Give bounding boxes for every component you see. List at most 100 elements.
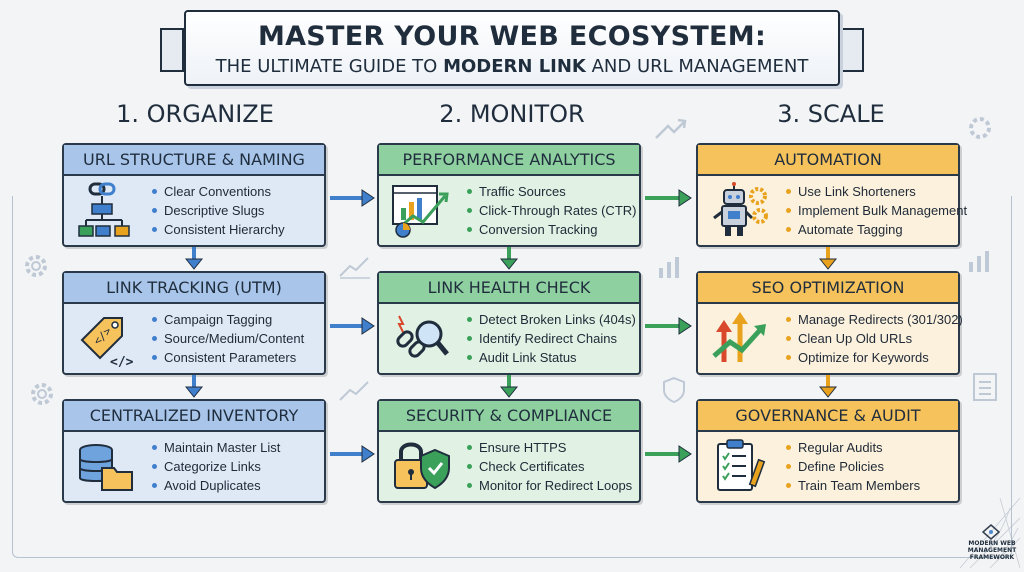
card-title: CENTRALIZED INVENTORY — [64, 401, 324, 432]
trend-line-icon — [339, 381, 369, 401]
card-url-structure: URL STRUCTURE & NAMING Clear Conventions… — [62, 143, 326, 247]
card-list: Campaign Tagging Source/Medium/Content C… — [150, 310, 304, 367]
trend-line-icon — [339, 257, 370, 279]
card-title: PERFORMANCE ANALYTICS — [379, 145, 639, 176]
card-title: AUTOMATION — [698, 145, 958, 176]
card-automation: AUTOMATION Use Link Shorteners Implement… — [696, 143, 967, 247]
list-item: Consistent Hierarchy — [150, 220, 285, 239]
clipboard-checklist-icon — [717, 439, 766, 491]
card-link-tracking: LINK TRACKING (UTM) </> </> Campaign Tag… — [62, 271, 326, 375]
list-item: Avoid Duplicates — [150, 476, 280, 495]
list-item: Define Policies — [784, 457, 920, 476]
arrow-down-icon — [818, 375, 838, 398]
list-item: Descriptive Slugs — [150, 201, 285, 220]
card-title: GOVERNANCE & AUDIT — [698, 401, 958, 432]
list-item: Monitor for Redirect Loops — [465, 476, 632, 495]
list-item: Audit Link Status — [465, 348, 636, 367]
arrow-right-icon — [645, 317, 692, 335]
analytics-chart-icon — [392, 185, 449, 238]
card-list: Use Link Shorteners Implement Bulk Manag… — [784, 182, 967, 239]
column-heading-monitor: 2. MONITOR — [439, 100, 585, 128]
card-title: LINK HEALTH CHECK — [379, 273, 639, 304]
arrow-down-icon — [184, 375, 204, 398]
list-item: Consistent Parameters — [150, 348, 304, 367]
shield-icon — [663, 376, 685, 404]
robot-gears-icon — [713, 182, 768, 236]
main-title: MASTER YOUR WEB ECOSYSTEM: — [257, 21, 767, 52]
list-item: Implement Bulk Management — [784, 201, 967, 220]
arrow-right-icon — [330, 317, 375, 335]
subtitle: THE ULTIMATE GUIDE TO MODERN LINK AND UR… — [186, 56, 838, 77]
list-item: Detect Broken Links (404s) — [465, 310, 636, 329]
list-item: Click-Through Rates (CTR) — [465, 201, 636, 220]
column-heading-organize: 1. ORGANIZE — [116, 100, 274, 128]
arrow-right-icon — [645, 189, 692, 207]
list-item: Source/Medium/Content — [150, 329, 304, 348]
list-item: Conversion Tracking — [465, 220, 636, 239]
subtitle-post: AND URL MANAGEMENT — [585, 56, 809, 77]
card-performance-analytics: PERFORMANCE ANALYTICS Traffic Sources Cl… — [377, 143, 641, 247]
tag-code-icon: </> </> — [80, 317, 134, 368]
list-item: Categorize Links — [150, 457, 280, 476]
title-banner: MASTER YOUR WEB ECOSYSTEM: THE ULTIMATE … — [184, 10, 840, 86]
card-centralized-inventory: CENTRALIZED INVENTORY Maintain Master Li… — [62, 399, 326, 503]
list-item: Train Team Members — [784, 476, 920, 495]
card-link-health-check: LINK HEALTH CHECK Detect Broken Links (4… — [377, 271, 641, 375]
gear-icon — [25, 255, 47, 277]
card-security-compliance: SECURITY & COMPLIANCE Ensure HTTPS Check… — [377, 399, 641, 503]
lock-shield-icon — [394, 442, 450, 490]
ribbon-left-tail — [160, 28, 184, 72]
arrow-down-icon — [499, 375, 519, 398]
framework-badge: MODERN WEB MANAGEMENT FRAMEWORK — [967, 540, 1017, 561]
card-title: LINK TRACKING (UTM) — [64, 273, 324, 304]
card-title: SECURITY & COMPLIANCE — [379, 401, 639, 432]
bar-chart-icon — [659, 257, 679, 278]
arrow-down-icon — [499, 247, 519, 270]
badge-logo-icon — [982, 524, 1000, 540]
arrow-down-icon — [184, 247, 204, 270]
list-item: Maintain Master List — [150, 438, 280, 457]
list-item: Use Link Shorteners — [784, 182, 967, 201]
list-item: Traffic Sources — [465, 182, 636, 201]
broken-link-magnifier-icon — [396, 315, 449, 358]
list-item: Clear Conventions — [150, 182, 285, 201]
checklist-icon — [973, 373, 997, 401]
arrow-right-icon — [645, 445, 692, 463]
growth-arrows-icon — [712, 312, 766, 362]
link-hierarchy-icon — [78, 182, 130, 237]
share-arrows-icon — [655, 118, 687, 139]
gear-icon — [969, 117, 991, 139]
ribbon-right-tail — [840, 28, 864, 72]
bar-chart-icon — [969, 251, 989, 272]
card-governance-audit: GOVERNANCE & AUDIT Regular Audits Define… — [696, 399, 960, 503]
column-heading-scale: 3. SCALE — [777, 100, 885, 128]
subtitle-pre: THE ULTIMATE GUIDE TO — [215, 56, 444, 77]
list-item: Campaign Tagging — [150, 310, 304, 329]
database-folder-icon — [79, 444, 133, 491]
list-item: Optimize for Keywords — [784, 348, 963, 367]
card-list: Ensure HTTPS Check Certificates Monitor … — [465, 438, 632, 495]
card-list: Maintain Master List Categorize Links Av… — [150, 438, 280, 495]
card-list: Clear Conventions Descriptive Slugs Cons… — [150, 182, 285, 239]
card-list: Traffic Sources Click-Through Rates (CTR… — [465, 182, 636, 239]
gear-icon — [31, 383, 53, 405]
card-list: Regular Audits Define Policies Train Tea… — [784, 438, 920, 495]
arrow-right-icon — [330, 189, 375, 207]
list-item: Automate Tagging — [784, 220, 967, 239]
list-item: Regular Audits — [784, 438, 920, 457]
card-title: SEO OPTIMIZATION — [698, 273, 958, 304]
arrow-right-icon — [330, 445, 375, 463]
flow-loop-line — [12, 196, 1012, 558]
svg-text:</>: </> — [110, 355, 134, 368]
card-list: Detect Broken Links (404s) Identify Redi… — [465, 310, 636, 367]
card-list: Manage Redirects (301/302) Clean Up Old … — [784, 310, 963, 367]
list-item: Manage Redirects (301/302) — [784, 310, 963, 329]
arrow-down-icon — [818, 247, 838, 270]
list-item: Ensure HTTPS — [465, 438, 632, 457]
list-item: Identify Redirect Chains — [465, 329, 636, 348]
list-item: Clean Up Old URLs — [784, 329, 963, 348]
list-item: Check Certificates — [465, 457, 632, 476]
subtitle-bold: MODERN LINK — [443, 56, 586, 77]
card-seo-optimization: SEO OPTIMIZATION Manage Redirects (301/3… — [696, 271, 963, 375]
card-title: URL STRUCTURE & NAMING — [64, 145, 324, 176]
